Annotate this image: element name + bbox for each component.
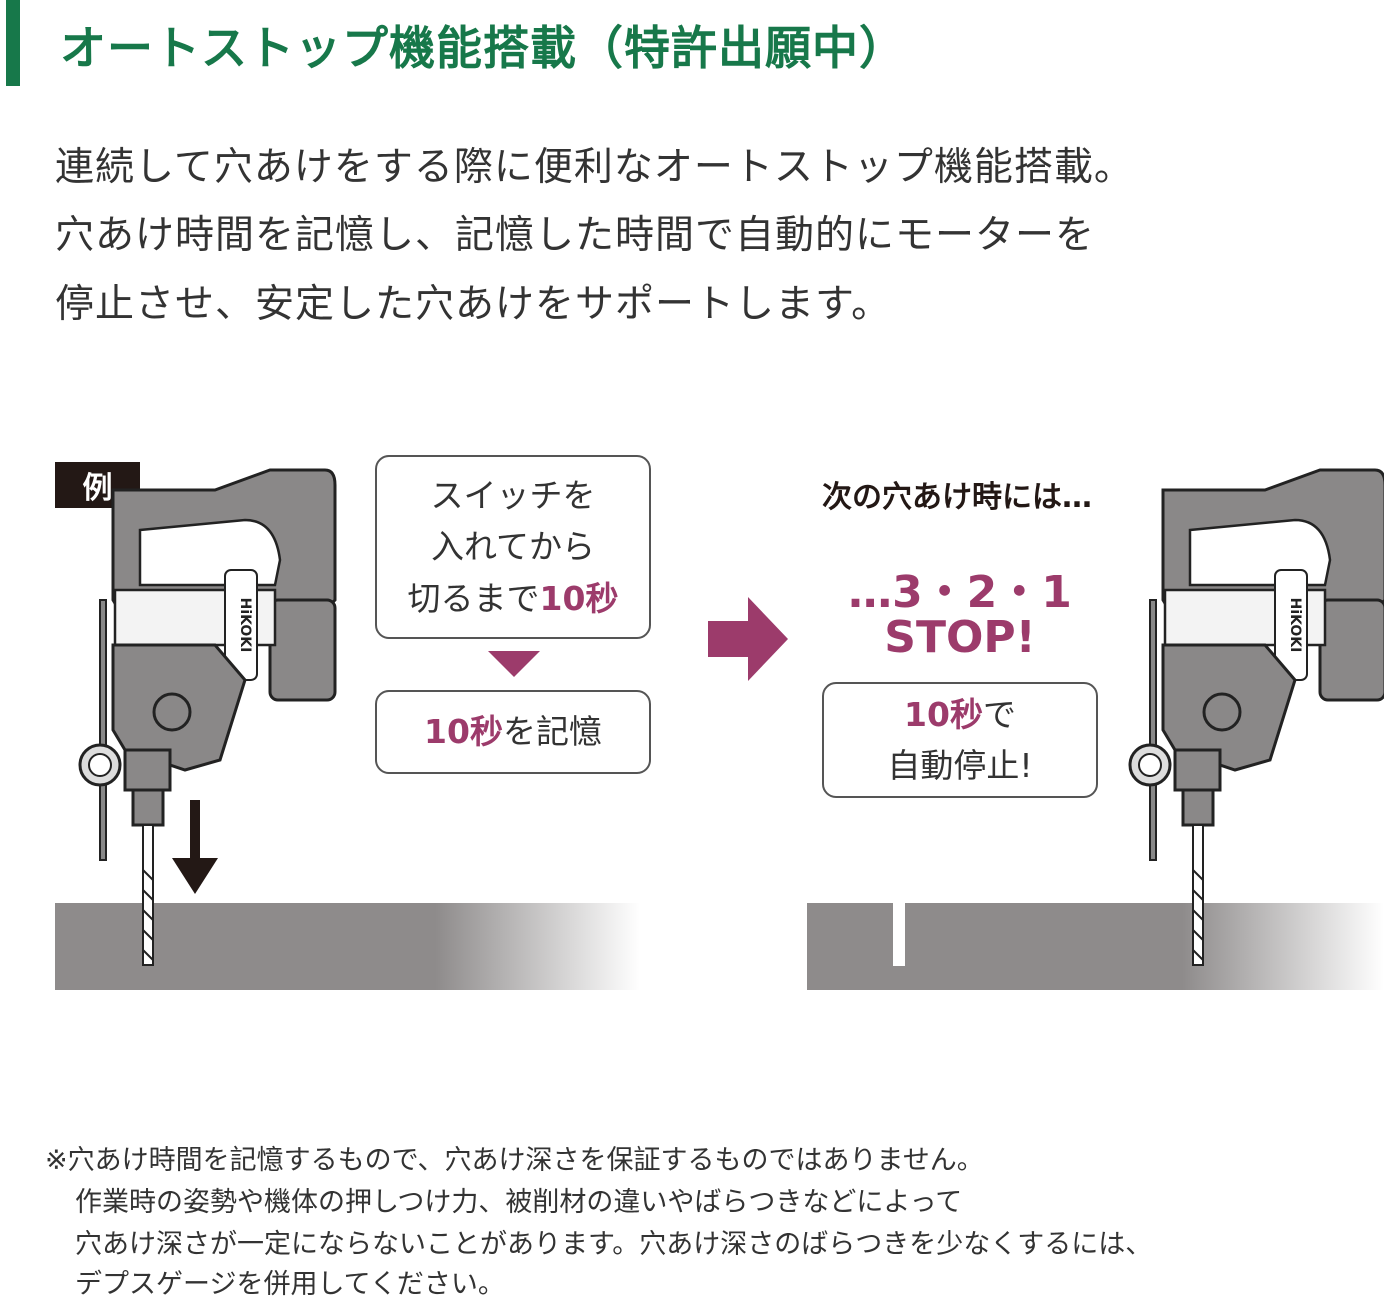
box3-line2: 自動停止! [887, 746, 1033, 785]
down-arrow-icon [172, 800, 218, 894]
next-time-heading: 次の穴あけ時には… [822, 480, 1092, 515]
intro-line-2: 穴あけ時間を記憶し、記憶した時間で自動的にモーターを [55, 213, 1096, 258]
memorize-box: 10秒を記憶 [375, 690, 651, 774]
triangle-down-icon [488, 651, 540, 677]
box2-suffix: を記憶 [502, 712, 602, 752]
title-accent-bar [6, 0, 20, 86]
box1-line1: スイッチを [430, 476, 596, 516]
box1-duration-highlight: 10秒 [539, 578, 619, 618]
box1-line2: 入れてから [430, 527, 595, 567]
footnote-line-4: デプスゲージを併用してください。 [75, 1269, 505, 1300]
auto-stop-box: 10秒で 自動停止! [822, 682, 1098, 798]
stop-text: STOP! [884, 612, 1036, 663]
box3-duration-highlight: 10秒 [904, 694, 983, 734]
drill-brand-logo-left: HiKOKI [237, 598, 253, 653]
right-arrow-icon [708, 597, 788, 681]
drill-brand-logo-right: HiKOKI [1287, 598, 1303, 653]
footnote-line-2: 作業時の姿勢や機体の押しつけ力、被削材の違いやばらつきなどによって [75, 1187, 963, 1218]
example-label: 例 [55, 462, 140, 508]
drilled-hole [893, 903, 905, 966]
footnote-line-1: ※穴あけ時間を記憶するもので、穴あけ深さを保証するものではありません。 [45, 1145, 984, 1176]
switch-duration-box: スイッチを 入れてから 切るまで10秒 [375, 455, 651, 639]
box2-duration-highlight: 10秒 [424, 712, 503, 752]
intro-line-3: 停止させ、安定した穴あけをサポートします。 [55, 282, 892, 327]
box3-suffix: で [982, 694, 1016, 734]
page-title: オートストップ機能搭載（特許出願中） [60, 21, 906, 75]
box1-line3-prefix: 切るまで [407, 578, 540, 618]
footnote-line-3: 穴あけ深さが一定にならないことがあります。穴あけ深さのばらつきを少なくするには、 [75, 1229, 1153, 1260]
countdown-text: …3・2・1 [848, 567, 1072, 618]
drill-illustration-right: HiKOKI [1128, 468, 1384, 967]
drill-illustration-left: HiKOKI [78, 468, 337, 967]
intro-line-1: 連続して穴あけをする際に便利なオートストップ機能搭載。 [55, 145, 1134, 190]
